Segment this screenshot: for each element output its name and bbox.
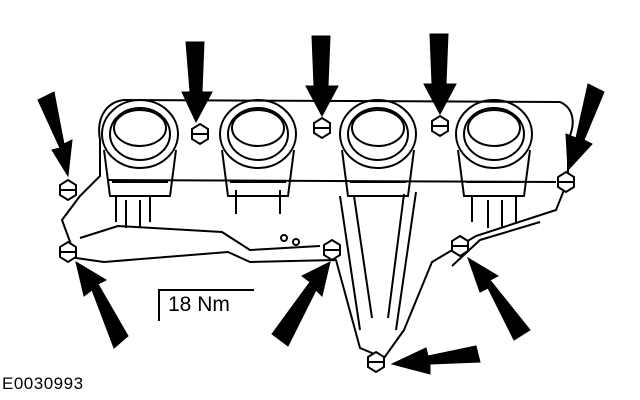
torque-spec-label: 18 Nm (168, 293, 230, 316)
figure-id-label: E0030993 (2, 374, 84, 393)
runner-port (219, 99, 297, 197)
torque-box-rule-horizontal (158, 289, 254, 291)
arrow-icon (75, 260, 129, 349)
arrow-icon (37, 91, 73, 178)
bolt-icon (431, 114, 449, 138)
runner-port (455, 99, 533, 197)
arrow-icon (467, 256, 531, 341)
runner-port (339, 99, 417, 197)
arrow-icon (390, 345, 481, 375)
manifold-body (61, 99, 574, 359)
arrow-icon (305, 35, 339, 118)
bolt-icon (59, 240, 77, 264)
arrow-icon (181, 41, 213, 124)
bolt-icon (367, 350, 385, 374)
arrow-icon (423, 33, 457, 116)
arrow-icon (565, 83, 605, 172)
runner-port (101, 99, 179, 197)
bolt-icon (557, 170, 575, 194)
bolt-icon (323, 238, 341, 262)
torque-box-rule-vertical (158, 289, 160, 321)
bolt-icon (59, 178, 77, 202)
arrow-icon (271, 261, 331, 347)
bolt-icon (313, 116, 331, 140)
bolt-icon (191, 122, 209, 146)
bolt-icon (451, 234, 469, 258)
torque-spec-box: 18 Nm (158, 289, 254, 321)
